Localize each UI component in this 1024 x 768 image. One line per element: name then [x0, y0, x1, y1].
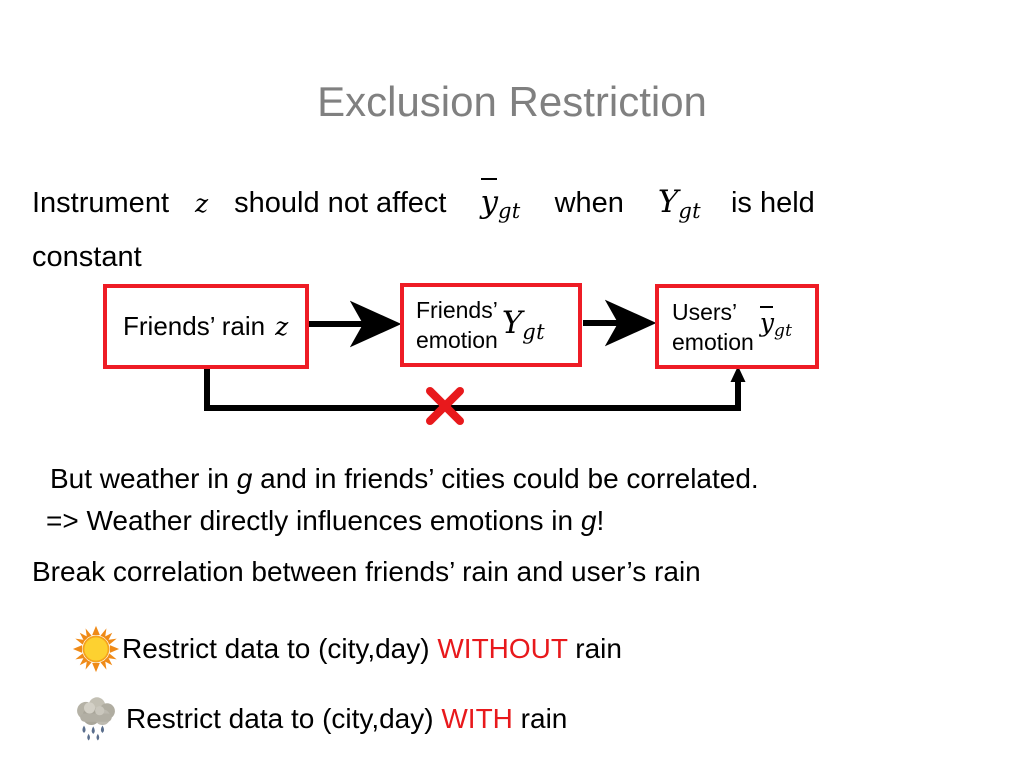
node-friends-rain-label: Friends’ rain: [123, 311, 266, 341]
intro-text-should-not-affect: should not affect: [234, 187, 447, 219]
math-ybar-gt-inline: ygt: [480, 177, 521, 233]
note-line1-text-after: and in friends’ cities could be correlat…: [252, 463, 759, 494]
bullet-without-emphasis: WITHOUT: [437, 633, 568, 664]
break-correlation-line: Break correlation between friends’ rain …: [32, 556, 701, 587]
note-line1-text-before: But weather in: [50, 463, 237, 494]
bullet-with-text-before: Restrict data to (city,day): [126, 703, 442, 734]
node-friends-rain-math: z: [275, 312, 289, 341]
note-line2-variable-g: g: [580, 505, 597, 536]
math-Y-letter: Y: [657, 184, 679, 220]
node-users-emotion[interactable]: Users’ emotion ygt: [655, 284, 819, 369]
node-users-emotion-math: ygt: [759, 306, 793, 341]
note-correlation-line: But weather in g and in friends’ cities …: [50, 463, 759, 495]
blocked-cross-icon: [426, 387, 464, 425]
node-friends-emotion-math: Ygt: [502, 305, 545, 344]
bullet-restrict-without-rain: Restrict data to (city,day) WITHOUT rain: [70, 625, 622, 673]
node-friends-emotion[interactable]: Friends’ emotion Ygt: [400, 283, 582, 367]
bullet-without-text-after: rain: [567, 633, 622, 664]
intro-text-instrument: Instrument: [32, 187, 169, 219]
math-z-symbol: z: [195, 189, 209, 218]
note-line1-variable-g: g: [236, 463, 253, 494]
intro-paragraph: Instrument z should not affect ygt when …: [32, 177, 974, 279]
intro-text-is-held: is held: [730, 187, 815, 219]
bullet-with-emphasis: WITH: [441, 703, 513, 734]
bullet-with-text-after: rain: [512, 703, 568, 734]
bullet-with-text: Restrict data to (city,day) WITH rain: [126, 703, 567, 735]
node-users-emotion-math-subscript: gt: [773, 320, 793, 341]
math-Y-subscript: gt: [678, 197, 701, 223]
node-users-emotion-math-letter: y: [759, 306, 774, 338]
node-users-emotion-label: Users’ emotion: [672, 298, 754, 355]
math-ybar-letter: y: [480, 177, 498, 224]
node-friends-emotion-math-letter: Y: [501, 304, 523, 341]
intro-line-2: constant: [32, 240, 142, 273]
note-line2-text-after: !: [596, 505, 605, 536]
node-friends-emotion-math-subscript: gt: [522, 318, 545, 344]
bullet-restrict-with-rain: Restrict data to (city,day) WITH rain: [70, 695, 567, 743]
edge-rain-to-users-emotion-blocked: [204, 366, 746, 411]
math-Y-gt-inline: Ygt: [658, 180, 701, 233]
page-title: Exclusion Restriction: [317, 78, 707, 125]
rain-cloud-icon: [77, 697, 115, 741]
math-ybar-subscript: gt: [497, 197, 521, 223]
sun-icon: [72, 625, 120, 673]
intro-text-when: when: [554, 187, 624, 219]
bullet-without-text: Restrict data to (city,day) WITHOUT rain: [122, 633, 622, 665]
node-friends-emotion-label: Friends’ emotion: [416, 297, 498, 353]
note-line2-text-before: => Weather directly influences emotions …: [46, 505, 581, 536]
bullet-without-text-before: Restrict data to (city,day): [122, 633, 438, 664]
note-implication-line: => Weather directly influences emotions …: [46, 505, 604, 537]
node-friends-rain[interactable]: Friends’ rain z: [103, 284, 309, 369]
intro-line-1: Instrument z should not affect ygt when …: [32, 177, 974, 233]
